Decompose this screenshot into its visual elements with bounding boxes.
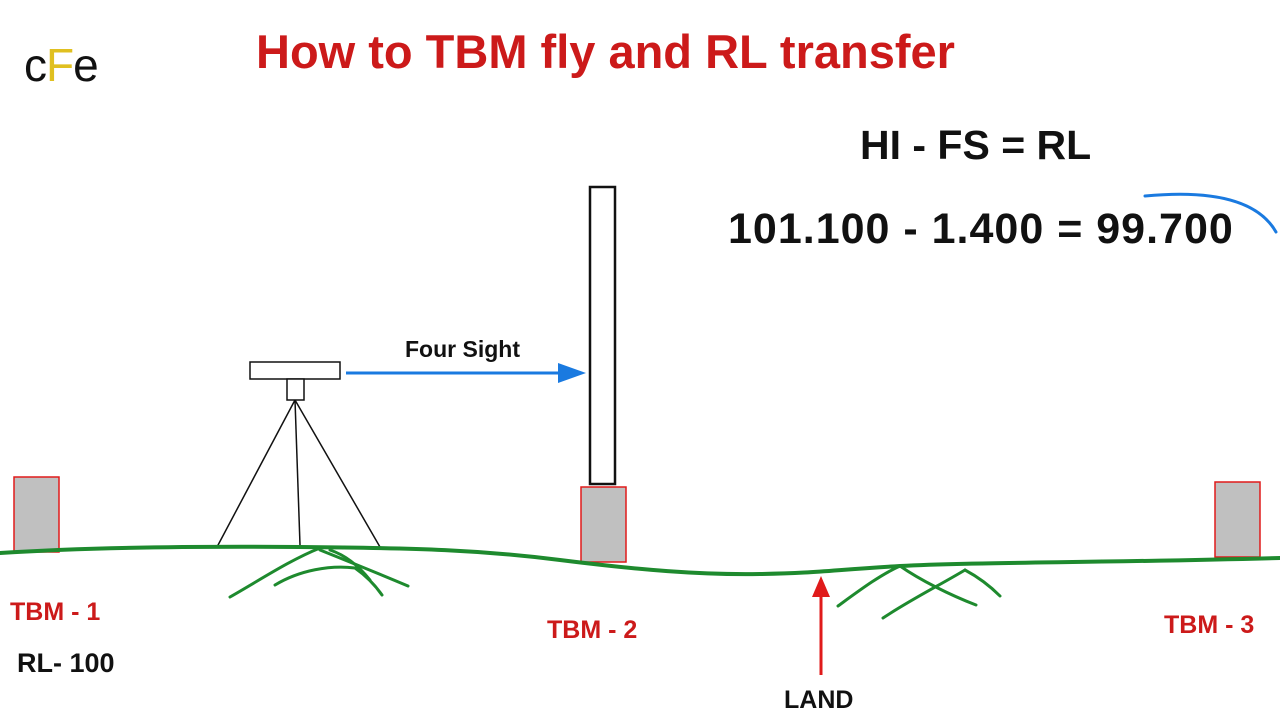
logo-letter-c: c <box>24 39 47 91</box>
tripod-leg-right <box>294 399 381 548</box>
tbm-2-block <box>580 486 627 563</box>
tripod-leg-left <box>216 399 296 548</box>
grass-tuft-right <box>836 564 1002 620</box>
instrument-head <box>286 378 305 401</box>
land-arrow-head <box>812 576 830 597</box>
tripod-leg-middle <box>294 399 301 546</box>
tbm-3-block <box>1214 481 1261 558</box>
cfe-logo: cFe <box>24 38 99 92</box>
levelling-staff <box>588 185 617 486</box>
tbm-3-label: TBM - 3 <box>1164 611 1255 639</box>
blue-annotation-stroke <box>1143 192 1278 234</box>
tbm-1-block <box>13 476 60 553</box>
rl-label: RL- 100 <box>17 648 115 678</box>
logo-letter-e: e <box>73 39 99 91</box>
formula-text: HI - FS = RL <box>860 122 1092 168</box>
tripod <box>216 399 381 548</box>
land-label: LAND <box>784 686 854 714</box>
four-sight-label: Four Sight <box>405 336 520 362</box>
level-instrument <box>249 361 341 401</box>
sight-arrow-head <box>558 363 586 383</box>
calculation-text: 101.100 - 1.400 = 99.700 <box>728 205 1234 253</box>
tbm-2-label: TBM - 2 <box>547 616 638 644</box>
page-title: How to TBM fly and RL transfer <box>256 25 955 78</box>
tbm-1-label: TBM - 1 <box>10 598 101 626</box>
instrument-telescope <box>249 361 341 380</box>
logo-letter-f: F <box>46 39 74 91</box>
ground-line <box>0 544 1280 577</box>
grass-tuft-left <box>228 546 410 599</box>
